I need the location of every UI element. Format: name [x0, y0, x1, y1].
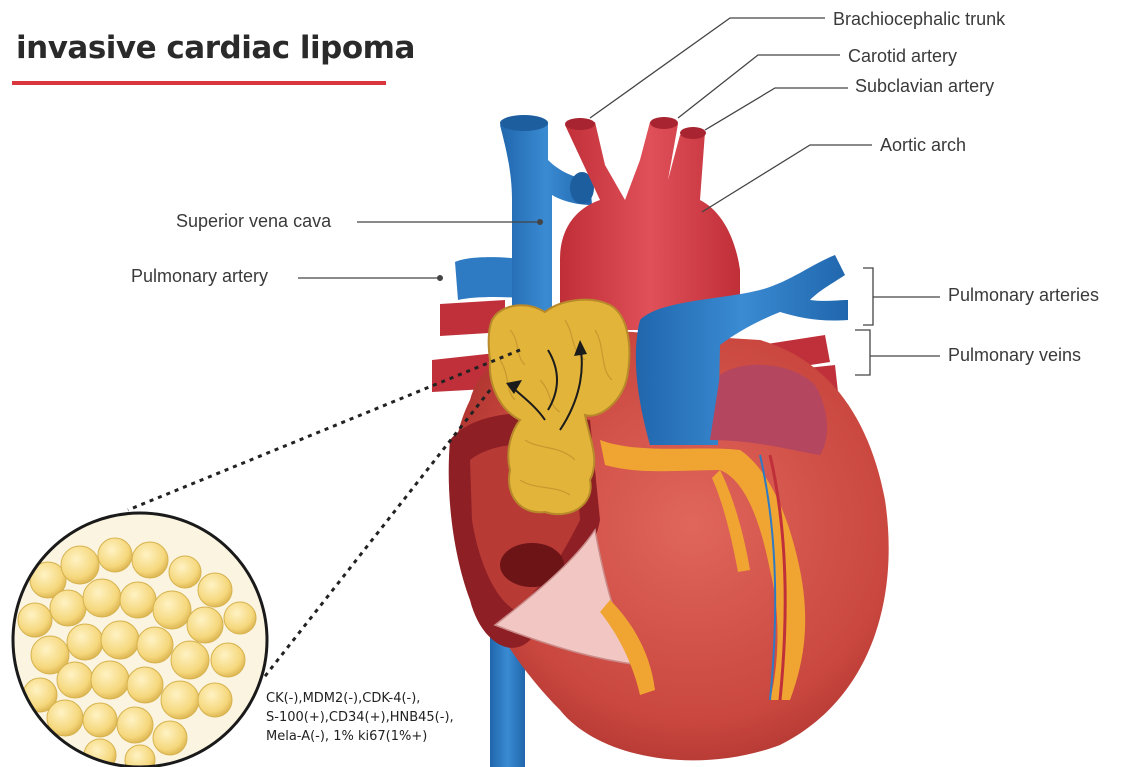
marker-line: CK(-),MDM2(-),CDK-4(-),: [266, 689, 454, 708]
marker-line: Mela-A(-), 1% ki67(1%+): [266, 727, 454, 746]
label-aortic-arch: Aortic arch: [880, 135, 966, 156]
label-brachiocephalic-trunk: Brachiocephalic trunk: [833, 9, 1005, 30]
aortic-arch: [560, 117, 740, 330]
label-pulmonary-veins: Pulmonary veins: [948, 345, 1081, 366]
label-superior-vena-cava: Superior vena cava: [176, 211, 331, 232]
label-subclavian-artery: Subclavian artery: [855, 76, 994, 97]
label-carotid-artery: Carotid artery: [848, 46, 957, 67]
immunohistochemistry-markers: CK(-),MDM2(-),CDK-4(-), S-100(+),CD34(+)…: [266, 689, 454, 746]
adipocyte-magnifier: [13, 513, 267, 767]
label-pulmonary-arteries: Pulmonary arteries: [948, 285, 1099, 306]
marker-line: S-100(+),CD34(+),HNB45(-),: [266, 708, 454, 727]
label-pulmonary-artery: Pulmonary artery: [131, 266, 268, 287]
